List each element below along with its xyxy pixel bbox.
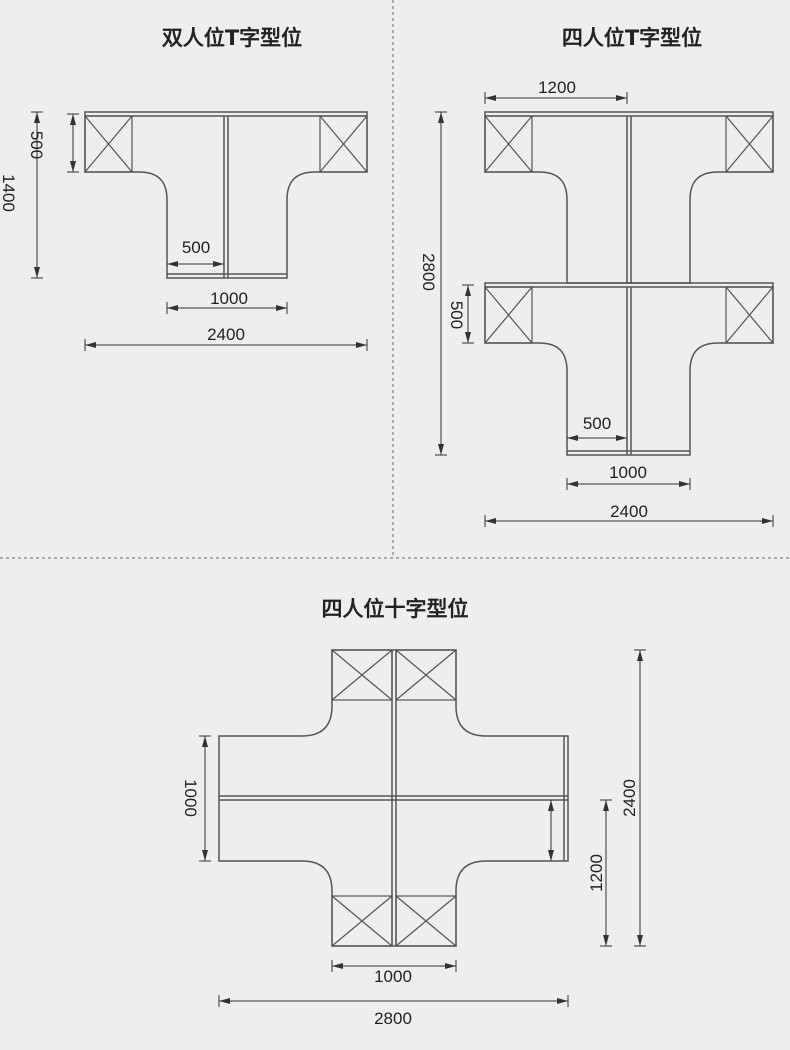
cross-center-width-label: 1000 [374, 967, 412, 986]
double-t-dimension-lines [31, 111, 368, 351]
four-t-overall-width-label: 2400 [610, 502, 648, 521]
cabinet [725, 286, 774, 344]
four-t-workstation [484, 111, 774, 456]
four-t-seat-width-label: 500 [582, 414, 612, 433]
four-t-top-width-label: 1200 [538, 78, 576, 97]
four-t-cabinet-depth-label: 500 [447, 300, 466, 330]
cross-title: 四人位十字型位 [321, 597, 469, 621]
four-t-dimension-lines [435, 92, 774, 527]
four-t-title: 四人位T字型位 [561, 26, 703, 50]
double-t-title: 双人位T字型位 [161, 26, 303, 50]
cross-half-height-label: 1200 [587, 854, 606, 892]
cabinet [484, 115, 533, 173]
cabinet [395, 649, 457, 701]
cabinet [84, 115, 133, 173]
double-t-cabinet-depth-label: 500 [27, 130, 46, 160]
section-dividers [0, 0, 790, 559]
cabinet [725, 115, 774, 173]
cross-workstation [218, 649, 569, 947]
double-t-seat-width-label: 500 [181, 238, 211, 257]
cabinet [319, 115, 368, 173]
cross-overall-height-label: 2400 [620, 779, 639, 817]
double-t-workstation [84, 111, 368, 279]
cross-wing-height-label: 1000 [181, 779, 200, 817]
cross-overall-width-label: 2800 [374, 1009, 412, 1028]
cabinet [331, 649, 393, 701]
cabinet [395, 895, 457, 947]
four-t-leg-width-label: 1000 [609, 463, 647, 482]
four-t-height-label: 2800 [419, 253, 438, 291]
cabinet [331, 895, 393, 947]
double-t-overall-width-label: 2400 [207, 325, 245, 344]
cabinet [484, 286, 533, 344]
double-t-height-label: 1400 [0, 174, 18, 212]
cross-dimension-lines [199, 649, 646, 1007]
double-t-leg-width-label: 1000 [210, 289, 248, 308]
